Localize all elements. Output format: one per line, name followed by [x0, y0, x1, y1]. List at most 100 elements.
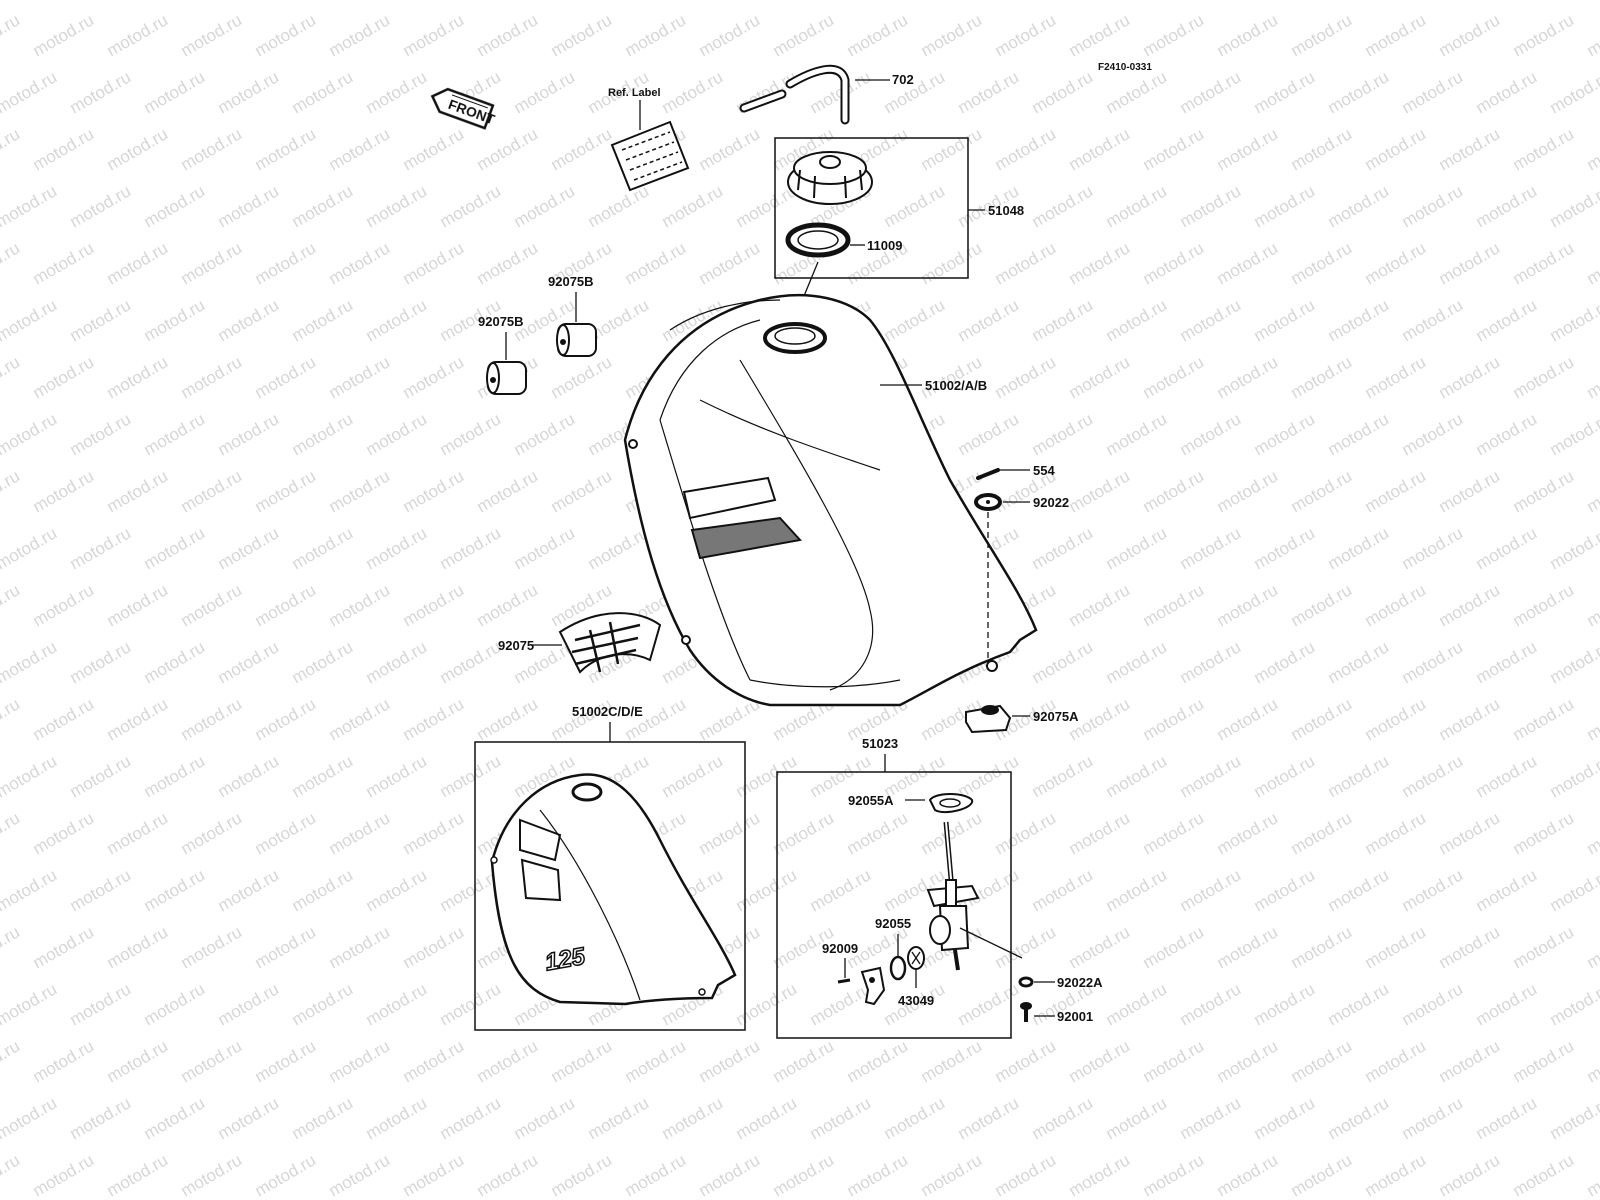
label-92022: 92022	[1033, 495, 1069, 510]
watermark-text: motod.ru	[1214, 808, 1282, 858]
watermark-text: motod.ru	[696, 694, 764, 744]
fuel-cap	[787, 151, 873, 205]
watermark-text: motod.ru	[881, 0, 949, 3]
watermark-text: motod.ru	[1362, 10, 1430, 60]
watermark-text: motod.ru	[1177, 865, 1245, 915]
watermark-text: motod.ru	[844, 10, 912, 60]
label-51002-cde: 51002C/D/E	[572, 704, 643, 719]
watermark-text: motod.ru	[992, 1150, 1060, 1200]
watermark-text: motod.ru	[696, 1036, 764, 1086]
watermark-text: motod.ru	[696, 238, 764, 288]
watermark-text: motod.ru	[1103, 523, 1171, 573]
watermark-text: motod.ru	[1251, 1093, 1319, 1143]
watermark-text: motod.ru	[1436, 10, 1504, 60]
watermark-text: motod.ru	[1251, 295, 1319, 345]
watermark-text: motod.ru	[1362, 124, 1430, 174]
watermark-text: motod.ru	[1177, 751, 1245, 801]
watermark-text: motod.ru	[252, 808, 320, 858]
watermark-text: motod.ru	[437, 637, 505, 687]
watermark-text: motod.ru	[659, 751, 727, 801]
watermark-text: motod.ru	[67, 751, 135, 801]
watermark-text: motod.ru	[1251, 751, 1319, 801]
watermark-text: motod.ru	[1103, 979, 1171, 1029]
watermark-text: motod.ru	[1288, 922, 1356, 972]
watermark-text: motod.ru	[1103, 0, 1171, 3]
watermark-text: motod.ru	[770, 1150, 838, 1200]
watermark-text: motod.ru	[1362, 238, 1430, 288]
watermark-text: motod.ru	[400, 1036, 468, 1086]
watermark-text: motod.ru	[881, 67, 949, 117]
watermark-text: motod.ru	[326, 922, 394, 972]
watermark-text: motod.ru	[363, 751, 431, 801]
watermark-text: motod.ru	[659, 181, 727, 231]
watermark-text: motod.ru	[1177, 67, 1245, 117]
watermark-text: motod.ru	[1140, 580, 1208, 630]
filter-43049: 43049	[898, 946, 934, 1008]
watermark-text: motod.ru	[1103, 865, 1171, 915]
fuel-tank-51002-ab: 51002/A/B	[623, 294, 1038, 707]
watermark-text: motod.ru	[1584, 1150, 1600, 1200]
watermark-text: motod.ru	[215, 865, 283, 915]
watermark-text: motod.ru	[289, 67, 357, 117]
watermark-text: motod.ru	[1066, 124, 1134, 174]
watermark-text: motod.ru	[955, 751, 1023, 801]
watermark-text: motod.ru	[400, 10, 468, 60]
watermark-text: motod.ru	[1288, 10, 1356, 60]
watermark-text: motod.ru	[1103, 637, 1171, 687]
watermark-text: motod.ru	[1066, 466, 1134, 516]
watermark-text: motod.ru	[1214, 352, 1282, 402]
watermark-text: motod.ru	[548, 10, 616, 60]
watermark-text: motod.ru	[1029, 523, 1097, 573]
watermark-text: motod.ru	[1214, 694, 1282, 744]
watermark-text: motod.ru	[1066, 922, 1134, 972]
watermark-text: motod.ru	[289, 295, 357, 345]
watermark-text: motod.ru	[178, 352, 246, 402]
watermark-text: motod.ru	[1399, 181, 1467, 231]
watermark-text: motod.ru	[955, 1093, 1023, 1143]
watermark-text: motod.ru	[67, 181, 135, 231]
watermark-text: motod.ru	[1251, 865, 1319, 915]
watermark-text: motod.ru	[437, 1093, 505, 1143]
watermark-text: motod.ru	[67, 67, 135, 117]
watermark-text: motod.ru	[992, 124, 1060, 174]
watermark-text: motod.ru	[141, 751, 209, 801]
watermark-text: motod.ru	[1399, 751, 1467, 801]
watermark-text: motod.ru	[1584, 466, 1600, 516]
watermark-text: motod.ru	[252, 1150, 320, 1200]
watermark-text: motod.ru	[252, 10, 320, 60]
watermark-text: motod.ru	[1325, 865, 1393, 915]
watermark-text: motod.ru	[30, 808, 98, 858]
watermark-text: motod.ru	[474, 1150, 542, 1200]
watermark-text: motod.ru	[215, 67, 283, 117]
watermark-text: motod.ru	[918, 1036, 986, 1086]
watermark-text: motod.ru	[178, 10, 246, 60]
watermark-text: motod.ru	[1029, 181, 1097, 231]
label-92055a: 92055A	[848, 793, 894, 808]
label-43049: 43049	[898, 993, 934, 1008]
watermark-text: motod.ru	[178, 238, 246, 288]
watermark-text: motod.ru	[1399, 523, 1467, 573]
watermark-text: motod.ru	[733, 0, 801, 3]
watermark-text: motod.ru	[1140, 1036, 1208, 1086]
watermark-text: motod.ru	[1325, 181, 1393, 231]
watermark-text: motod.ru	[1177, 523, 1245, 573]
watermark-text: motod.ru	[548, 694, 616, 744]
watermark-text: motod.ru	[289, 637, 357, 687]
watermark-text: motod.ru	[252, 580, 320, 630]
watermark-text: motod.ru	[30, 10, 98, 60]
watermark-text: motod.ru	[0, 637, 60, 687]
watermark-text: motod.ru	[1436, 352, 1504, 402]
watermark-text: motod.ru	[67, 1093, 135, 1143]
watermark-text: motod.ru	[1288, 466, 1356, 516]
watermark-text: motod.ru	[0, 808, 23, 858]
watermark-text: motod.ru	[1177, 979, 1245, 1029]
watermark-text: motod.ru	[1214, 466, 1282, 516]
watermark-text: motod.ru	[1251, 523, 1319, 573]
watermark-text: motod.ru	[622, 694, 690, 744]
watermark-text: motod.ru	[104, 580, 172, 630]
watermark-text: motod.ru	[770, 10, 838, 60]
watermark-text: motod.ru	[252, 466, 320, 516]
watermark-text: motod.ru	[1140, 922, 1208, 972]
watermark-text: motod.ru	[363, 523, 431, 573]
watermark-text: motod.ru	[881, 181, 949, 231]
